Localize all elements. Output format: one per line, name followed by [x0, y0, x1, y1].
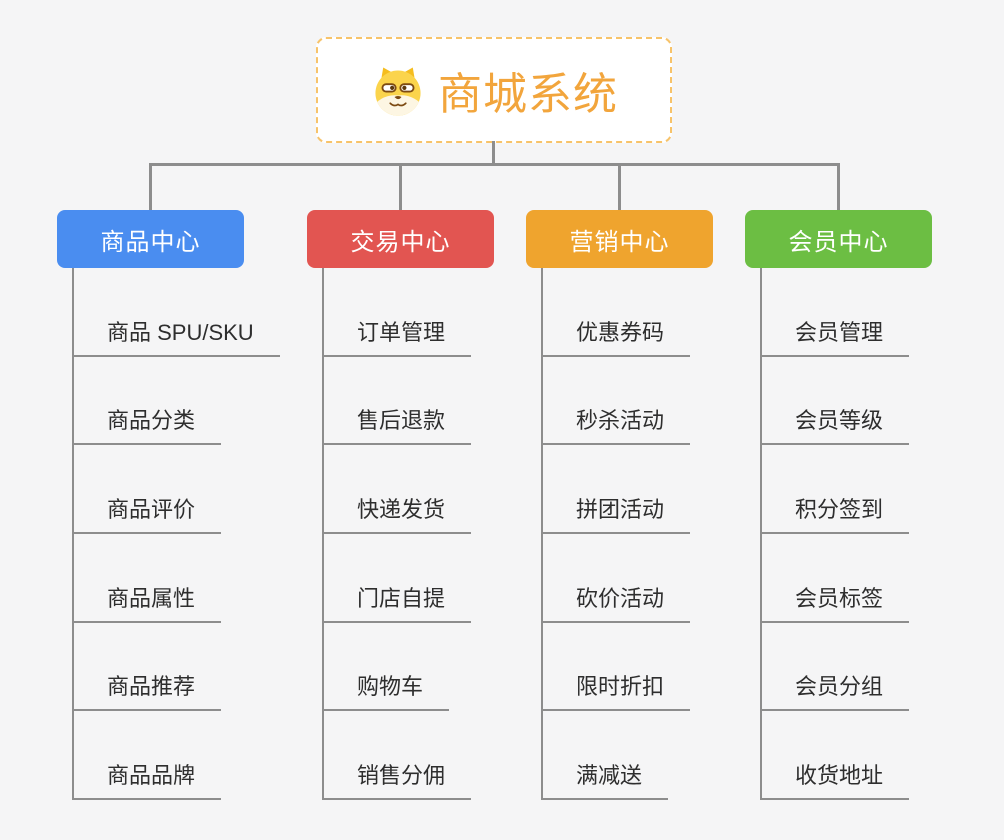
branch-column-marketing: 优惠券码 秒杀活动 拼团活动 砍价活动 限时折扣 满减送: [541, 268, 691, 801]
node-points-checkin[interactable]: 积分签到: [762, 492, 910, 535]
list-item: 满减送: [543, 711, 690, 801]
branch-header-member-center[interactable]: 会员中心: [745, 210, 932, 268]
list-item: 销售分佣: [324, 711, 472, 801]
branch-header-product-center[interactable]: 商品中心: [57, 210, 244, 268]
list-item: 商品属性: [74, 534, 280, 623]
list-item: 购物车: [324, 623, 471, 712]
node-flash-sale[interactable]: 秒杀活动: [543, 403, 691, 446]
connector-drop-trade: [399, 165, 402, 210]
node-time-limited-discount[interactable]: 限时折扣: [543, 669, 691, 712]
list-item: 拼团活动: [543, 445, 691, 535]
node-store-pickup[interactable]: 门店自提: [324, 581, 472, 623]
node-product-recommend[interactable]: 商品推荐: [74, 669, 222, 712]
node-member-group[interactable]: 会员分组: [762, 669, 910, 712]
list-item: 砍价活动: [543, 534, 691, 623]
connector-drop-product: [149, 165, 152, 210]
node-product-brand[interactable]: 商品品牌: [74, 758, 222, 801]
list-item: 售后退款: [324, 357, 472, 446]
list-item: 会员等级: [762, 357, 910, 446]
branch-column-trade: 订单管理 售后退款 快递发货 门店自提 购物车 销售分佣: [322, 268, 472, 801]
list-item: 商品分类: [74, 357, 280, 446]
list-item: 商品推荐: [74, 623, 280, 712]
root-title: 商城系统: [438, 70, 618, 119]
node-product-review[interactable]: 商品评价: [74, 492, 222, 535]
branch-header-trade-center[interactable]: 交易中心: [307, 210, 494, 268]
connector-horizontal-bar: [149, 163, 840, 166]
list-item: 会员标签: [762, 534, 910, 623]
node-bargain-activity[interactable]: 砍价活动: [543, 581, 691, 623]
node-member-tag[interactable]: 会员标签: [762, 581, 910, 623]
branch-header-marketing-center[interactable]: 营销中心: [526, 210, 713, 268]
node-express-shipping[interactable]: 快递发货: [324, 492, 472, 535]
node-product-spu-sku[interactable]: 商品 SPU/SKU: [74, 315, 280, 357]
node-coupon-code[interactable]: 优惠券码: [543, 315, 691, 357]
node-member-level[interactable]: 会员等级: [762, 403, 910, 446]
branch-column-product: 商品 SPU/SKU 商品分类 商品评价 商品属性 商品推荐 商品品牌: [72, 268, 280, 801]
node-full-reduction[interactable]: 满减送: [543, 758, 669, 801]
node-sales-commission[interactable]: 销售分佣: [324, 758, 472, 801]
node-order-management[interactable]: 订单管理: [324, 315, 472, 357]
list-item: 积分签到: [762, 445, 910, 535]
root-node[interactable]: 商城系统: [316, 37, 672, 143]
connector-drop-marketing: [618, 165, 621, 210]
list-item: 收货地址: [762, 711, 910, 801]
connector-root-drop: [492, 141, 495, 164]
list-item: 商品 SPU/SKU: [74, 268, 280, 357]
node-group-buy[interactable]: 拼团活动: [543, 492, 691, 535]
list-item: 会员分组: [762, 623, 910, 712]
connector-drop-member: [837, 165, 840, 210]
list-item: 门店自提: [324, 534, 472, 623]
node-member-management[interactable]: 会员管理: [762, 315, 910, 357]
list-item: 商品评价: [74, 445, 280, 535]
node-shopping-cart[interactable]: 购物车: [324, 669, 450, 712]
branch-column-member: 会员管理 会员等级 积分签到 会员标签 会员分组 收货地址: [760, 268, 910, 801]
dog-face-icon: [370, 62, 426, 118]
list-item: 订单管理: [324, 268, 472, 357]
node-aftersale-refund[interactable]: 售后退款: [324, 403, 472, 446]
list-item: 优惠券码: [543, 268, 691, 357]
list-item: 会员管理: [762, 268, 910, 357]
list-item: 秒杀活动: [543, 357, 691, 446]
list-item: 限时折扣: [543, 623, 691, 712]
node-product-attribute[interactable]: 商品属性: [74, 581, 222, 623]
list-item: 商品品牌: [74, 711, 280, 801]
node-shipping-address[interactable]: 收货地址: [762, 758, 910, 801]
node-product-category[interactable]: 商品分类: [74, 403, 222, 446]
list-item: 快递发货: [324, 445, 472, 535]
